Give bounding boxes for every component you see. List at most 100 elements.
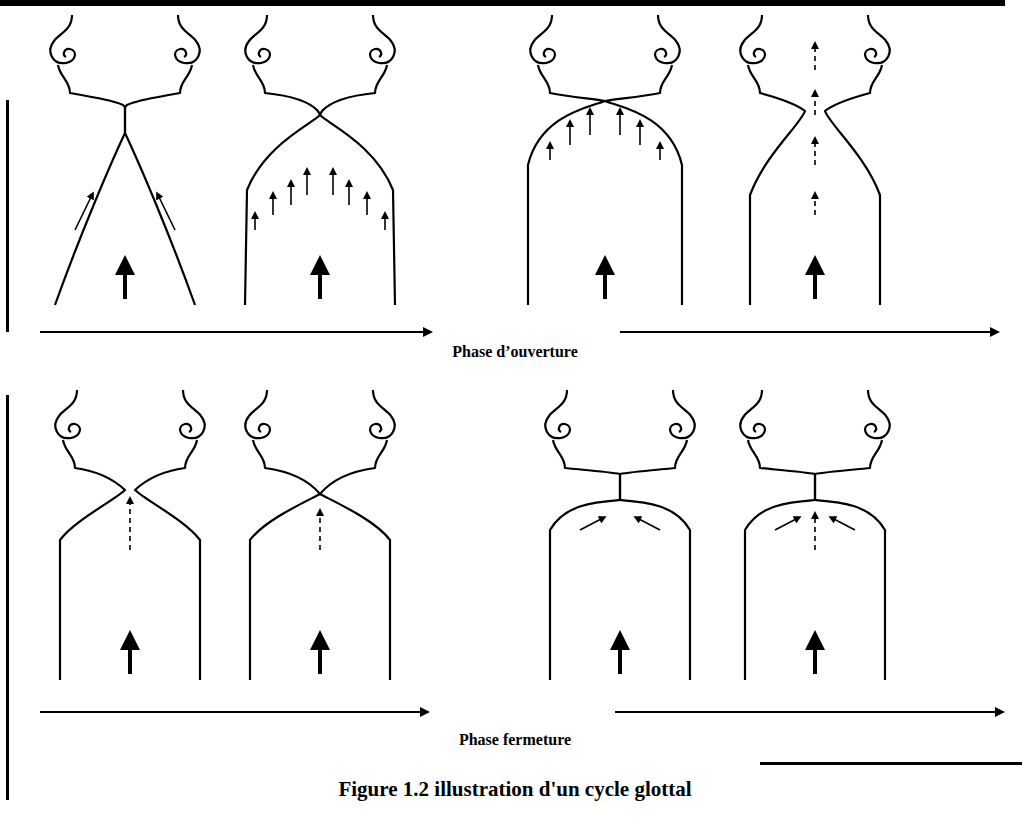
fold-contour	[135, 440, 200, 680]
vocal-fold-half	[245, 390, 320, 680]
fold-contour	[865, 390, 890, 438]
figure-caption: Figure 1.2 illustration d'un cycle glott…	[0, 777, 1026, 802]
vocal-fold-half	[605, 15, 682, 305]
fold-contour	[550, 440, 620, 680]
vocal-fold-section	[740, 390, 889, 680]
fold-contour	[748, 65, 805, 305]
vocal-fold-section	[528, 15, 682, 305]
fold-contour	[865, 15, 890, 63]
vocal-fold-half	[740, 15, 805, 305]
vocal-fold-half	[320, 15, 395, 305]
airflow-arrow	[318, 265, 322, 299]
fold-contour	[530, 15, 555, 63]
airflow-arrow	[318, 640, 322, 674]
phase-label: Phase fermeture	[0, 731, 1026, 749]
fold-contour	[620, 440, 690, 680]
frame-rule	[6, 100, 9, 332]
vocal-fold-half	[245, 15, 320, 305]
fold-contour	[740, 390, 765, 438]
vocal-fold-half	[545, 390, 620, 680]
pressure-arrow	[348, 183, 350, 205]
fold-contour	[50, 15, 75, 63]
fold-contour	[250, 440, 320, 680]
pressure-arrow	[158, 195, 175, 230]
pressure-arrow	[775, 518, 798, 530]
fold-contour	[740, 15, 765, 63]
vocal-fold-half	[135, 390, 205, 680]
fold-contour	[175, 15, 200, 63]
airflow-arrow	[813, 640, 817, 674]
fold-contour	[60, 440, 125, 680]
pressure-arrow	[637, 518, 660, 530]
vocal-fold-section	[545, 390, 694, 680]
vocal-fold-section	[245, 390, 394, 680]
vocal-fold-half	[528, 15, 605, 305]
pressure-arrow	[659, 145, 661, 160]
pressure-arrow	[569, 123, 571, 145]
pressure-arrow	[75, 195, 92, 230]
vocal-fold-half	[620, 390, 695, 680]
fold-contour	[180, 390, 205, 438]
vocal-fold-section	[245, 15, 395, 305]
pressure-arrow	[639, 123, 641, 145]
airflow-arrow	[128, 640, 132, 674]
pressure-arrow	[290, 183, 292, 205]
fold-contour	[745, 440, 815, 680]
fold-contour	[528, 65, 605, 305]
pressure-arrow	[384, 215, 386, 230]
phase-label: Phase d’ouverture	[0, 343, 1026, 361]
fold-contour	[125, 65, 195, 305]
pressure-arrow	[272, 195, 274, 215]
vocal-fold-half	[320, 390, 395, 680]
pressure-arrow	[306, 171, 308, 195]
time-arrow	[40, 711, 425, 713]
airflow-arrow	[813, 265, 817, 299]
frame-rule	[6, 395, 9, 800]
fold-contour	[245, 390, 270, 438]
pressure-arrow	[814, 515, 816, 550]
time-arrow	[615, 711, 1000, 713]
frame-rule	[0, 0, 1005, 6]
pressure-arrow	[254, 215, 256, 230]
time-arrows	[40, 332, 1000, 712]
fold-contour	[55, 65, 125, 305]
fold-contour	[815, 440, 885, 680]
vocal-fold-half	[50, 15, 125, 305]
pressure-arrow	[549, 145, 551, 160]
vocal-fold-half	[825, 15, 890, 305]
fold-contour	[545, 390, 570, 438]
frame-rule	[760, 762, 1022, 765]
fold-contour	[605, 65, 682, 305]
vocal-fold-section	[50, 15, 199, 305]
pressure-arrow	[814, 45, 816, 70]
fold-contour	[320, 65, 395, 305]
time-arrow	[620, 331, 995, 333]
pressure-arrow	[580, 518, 603, 530]
airflow-arrow	[603, 265, 607, 299]
fold-contour	[55, 390, 80, 438]
pressure-arrow	[814, 93, 816, 115]
fold-contour	[825, 65, 882, 305]
airflow-arrow	[618, 640, 622, 674]
pressure-arrow	[319, 512, 321, 550]
fold-contour	[245, 15, 270, 63]
fold-contour	[370, 390, 395, 438]
airflow-arrow	[123, 265, 127, 299]
fold-contour	[655, 15, 680, 63]
pressure-arrow	[832, 518, 855, 530]
vocal-fold-half	[55, 390, 125, 680]
vocal-fold-section	[740, 15, 889, 305]
pressure-arrow	[332, 171, 334, 195]
pressure-arrow	[129, 500, 131, 550]
vocal-fold-section	[55, 390, 204, 680]
pressure-arrow	[589, 111, 591, 135]
vocal-fold-half	[815, 390, 890, 680]
pressure-arrow	[814, 140, 816, 165]
fold-contour	[320, 440, 390, 680]
pressure-arrow	[619, 111, 621, 135]
fold-contour	[370, 15, 395, 63]
time-arrow	[40, 331, 428, 333]
pressure-arrow	[814, 195, 816, 215]
vocal-fold-half	[125, 15, 200, 305]
